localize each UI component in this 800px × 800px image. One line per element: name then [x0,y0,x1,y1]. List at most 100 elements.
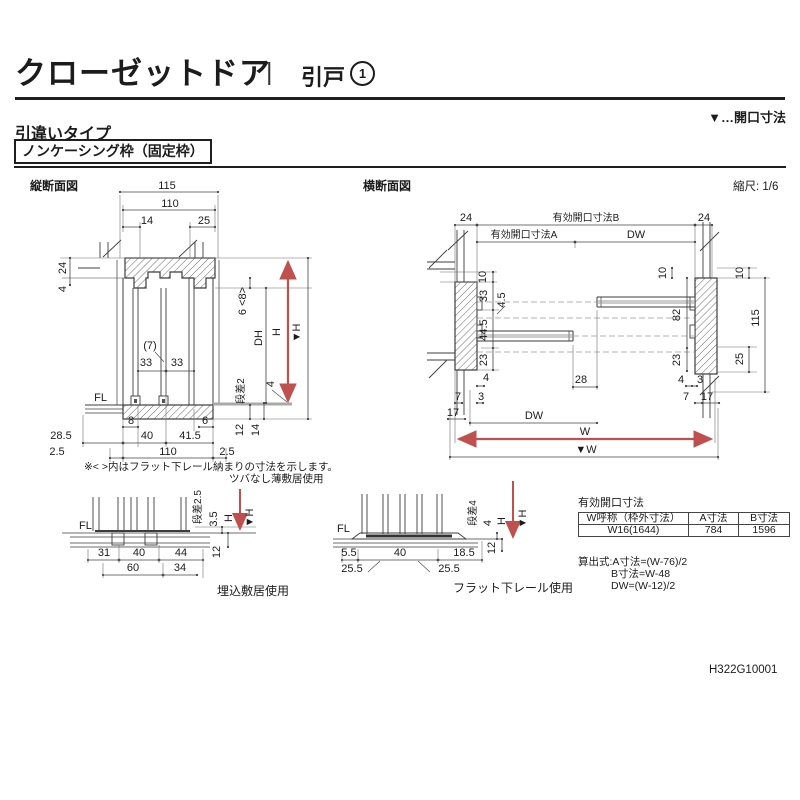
table-cell-w: W16(1644) [578,524,689,537]
hs-dim-82: 82 [671,309,683,321]
table-header-row: W呼称（枠外寸法） A寸法 B寸法 [578,512,790,525]
dm-dim-h-mark: ▼H [517,510,529,529]
hs-dim-4-5: 4.5 [496,292,508,307]
hs-dim-dw-top: DW [627,229,646,241]
vs-dim-12: 12 [234,424,246,436]
hs-dim-4-bl: 4 [483,372,489,384]
hs-dim-33: 33 [478,290,490,302]
hs-dim-3-bl: 3 [478,391,484,403]
vs-dim-28-5: 28.5 [50,430,71,442]
vs-dim-25: 25 [198,215,210,227]
circled-number-badge: 1 [350,61,375,86]
dl-dim-34: 34 [174,562,186,574]
page-title: クローゼットドア [15,56,271,91]
document-number: H322G10001 [709,664,778,676]
vs-dim-115: 115 [158,180,176,192]
vs-dim-14b: 14 [250,424,262,436]
hs-dim-17-br: 17 [701,391,713,403]
hs-dim-23-right: 23 [671,354,683,366]
dl-dim-40: 40 [133,547,145,559]
vertical-section-title: 縦断面図 [30,179,79,193]
dm-dim-h: H [496,517,508,525]
vs-dim-110-bot: 110 [159,446,177,458]
dm-dim-step: 段差4 [466,500,479,526]
subheader-rule [14,166,786,168]
effective-opening-table-block: 有効開口寸法 W呼称（枠外寸法） A寸法 B寸法 W16(1644) 784 1… [578,494,792,537]
vs-dim-dh: DH [253,330,265,346]
detail-recessed-sill [62,489,256,578]
recessed-sill-caption: 埋込敷居使用 [217,584,290,598]
formula-line-3: DW=(W-12)/2 [611,580,676,592]
formula-line-1: 算出式:A寸法=(W-76)/2 [578,556,688,568]
hs-right-jamb [694,277,718,375]
vs-dim-14: 14 [141,215,153,227]
hs-dim-28: 28 [575,374,587,386]
vs-dim-8: 8 [128,415,134,427]
horizontal-section-drawing [427,222,770,460]
table-header-w: W呼称（枠外寸法） [578,512,689,525]
vs-dim-7p: (7) [143,340,156,352]
hs-dim-w: W [580,426,591,438]
vs-dim-24: 24 [57,262,69,274]
opening-dimension-legend: ▼…開口寸法 [708,110,786,125]
dm-dim-18-5: 18.5 [453,547,474,559]
table-cell-b: 1596 [738,524,790,537]
dl-dim-12: 12 [211,546,223,558]
dl-dim-step: 段差2.5 [191,490,204,524]
dl-dim-h: H [223,514,235,522]
vs-dim-40: 40 [141,430,153,442]
hs-dim-24-left: 24 [460,212,472,224]
dm-dim-40: 40 [394,547,406,559]
hs-dim-10-right-in: 10 [657,267,669,279]
vs-dim-6-8: 6 <8> [237,287,249,315]
hs-dim-25: 25 [734,353,746,365]
dm-dim-12: 12 [486,542,498,554]
vs-dim-6: 6 [202,415,208,427]
vs-dim-h-mark: ▼H [291,324,303,343]
vs-dim-2-5b: 2.5 [219,446,234,458]
vertical-section-drawing [60,190,312,462]
dm-dim-4: 4 [482,520,494,526]
vs-label-fl: FL [94,392,107,404]
dl-label-fl: FL [79,520,92,532]
hs-dim-17-bl: 17 [447,407,459,419]
type-label: 引違いタイプ [15,126,112,143]
horizontal-section-title: 横断面図 [363,179,412,193]
vs-dim-step: 段差2 [234,378,247,404]
hs-dim-opening-a: 有効開口寸法A [491,228,558,241]
vs-dim-33a: 33 [140,357,152,369]
table-cell-a: 784 [687,524,740,537]
dm-dim-5-5: 5.5 [341,547,356,559]
flat-rail-caption: フラット下レール使用 [453,581,574,595]
hs-left-jamb [454,281,478,371]
hs-dim-23-left: 23 [478,354,490,366]
hs-dim-dw-bottom: DW [525,410,544,422]
frame-type-label: ノンケーシング枠（固定枠） [14,139,212,164]
header-rule [15,97,785,100]
title-separator: | [266,58,273,86]
flat-rail-note: ※< >内はフラット下レール納まりの寸法を示します。 [84,461,338,473]
hs-dim-44-5: 44.5 [478,319,490,340]
dl-dim-3-5: 3.5 [208,511,220,526]
hs-dim-115: 115 [750,309,762,327]
circled-number-digit: 1 [358,66,367,81]
vs-dim-33b: 33 [171,357,183,369]
dl-dim-31: 31 [98,547,110,559]
vs-dim-h: H [271,328,283,336]
hs-dim-10-right-out: 10 [734,267,746,279]
dl-dim-60: 60 [127,562,139,574]
dm-dim-25-5b: 25.5 [438,563,459,575]
hs-dim-10-left: 10 [477,271,489,283]
hs-dim-w-mark: ▼W [575,444,597,456]
formula-line-2: B寸法=W-48 [611,568,671,580]
scale-label: 縮尺: 1/6 [733,181,779,193]
vs-header-jamb [124,257,216,289]
table-title: 有効開口寸法 [578,497,644,509]
hs-dim-7-br: 7 [683,391,689,403]
vs-dim-2-5a: 2.5 [49,446,64,458]
vs-dim-41-5: 41.5 [179,430,200,442]
table-header-a: A寸法 [687,512,740,525]
table-row: W16(1644) 784 1596 [578,524,790,537]
vs-dim-4b: 4 [265,381,277,387]
